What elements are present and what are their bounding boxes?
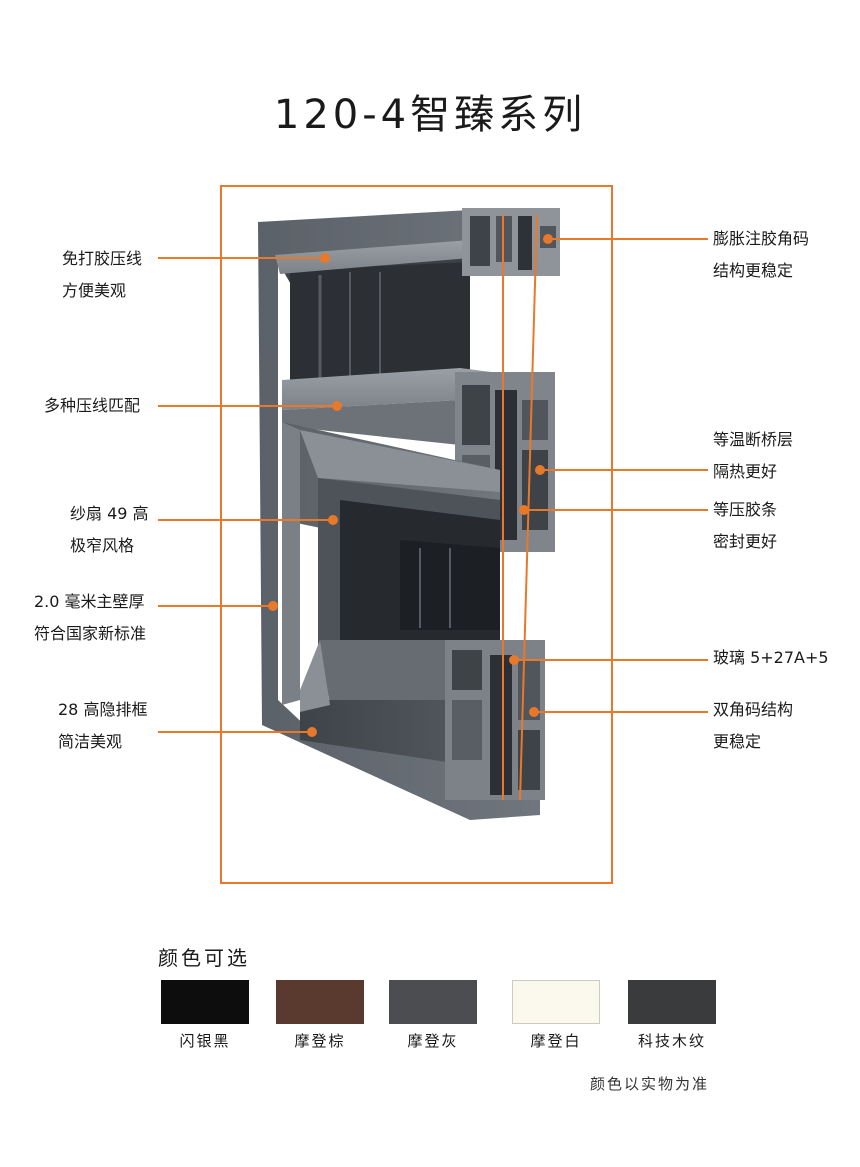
diagram-frame-border	[220, 185, 613, 884]
callout-glass: 玻璃 5+27A+5	[713, 642, 829, 674]
swatch-modern-brown	[276, 980, 364, 1024]
callout-line: 2.0 毫米主壁厚	[34, 592, 145, 611]
swatch-modern-gray	[389, 980, 477, 1024]
callout-line: 多种压线匹配	[44, 396, 141, 415]
callout-hidden-frame: 28 高隐排框 简洁美观	[58, 694, 147, 758]
callout-line: 双角码结构	[713, 700, 794, 719]
callout-line: 膨胀注胶角码	[713, 229, 810, 248]
callout-no-glue-bead: 免打胶压线 方便美观	[62, 243, 142, 307]
callout-line: 极窄风格	[70, 536, 135, 555]
callout-line: 更稳定	[713, 732, 762, 751]
callout-line: 免打胶压线	[62, 249, 143, 268]
callout-line: 等压胶条	[713, 500, 778, 519]
callout-line: 符合国家新标准	[34, 624, 147, 643]
callout-line: 密封更好	[713, 532, 778, 551]
swatch-label: 摩登棕	[294, 1032, 346, 1050]
page-title: 120-4智臻系列	[273, 92, 587, 138]
callout-bead-options: 多种压线匹配	[44, 390, 140, 422]
swatch-label: 摩登灰	[407, 1032, 459, 1050]
callout-line: 结构更稳定	[713, 261, 794, 280]
callout-line: 隔热更好	[713, 462, 778, 481]
swatch-modern-white	[512, 980, 600, 1024]
callout-line: 方便美观	[62, 281, 127, 300]
swatch-label: 科技木纹	[637, 1032, 706, 1050]
callout-double-corner: 双角码结构 更稳定	[713, 694, 793, 758]
callout-screen-sash: 纱扇 49 高 极窄风格	[70, 498, 149, 562]
callout-line: 纱扇 49 高	[70, 504, 149, 523]
color-disclaimer: 颜色以实物为准	[590, 1075, 710, 1093]
callout-line: 简洁美观	[58, 732, 123, 751]
callout-line: 玻璃 5+27A+5	[713, 648, 829, 667]
callout-line: 28 高隐排框	[58, 700, 148, 719]
callout-thermal-break: 等温断桥层 隔热更好	[713, 424, 793, 488]
swatch-label: 摩登白	[530, 1032, 582, 1050]
callout-line: 等温断桥层	[713, 430, 794, 449]
swatch-tech-woodgrain	[628, 980, 716, 1024]
callout-corner-key: 膨胀注胶角码 结构更稳定	[713, 223, 809, 287]
swatch-flash-silver-black	[161, 980, 249, 1024]
callout-gasket: 等压胶条 密封更好	[713, 494, 777, 558]
colors-heading: 颜色可选	[158, 946, 250, 970]
callout-wall-thickness: 2.0 毫米主壁厚 符合国家新标准	[34, 586, 146, 650]
swatch-label: 闪银黑	[179, 1032, 231, 1050]
